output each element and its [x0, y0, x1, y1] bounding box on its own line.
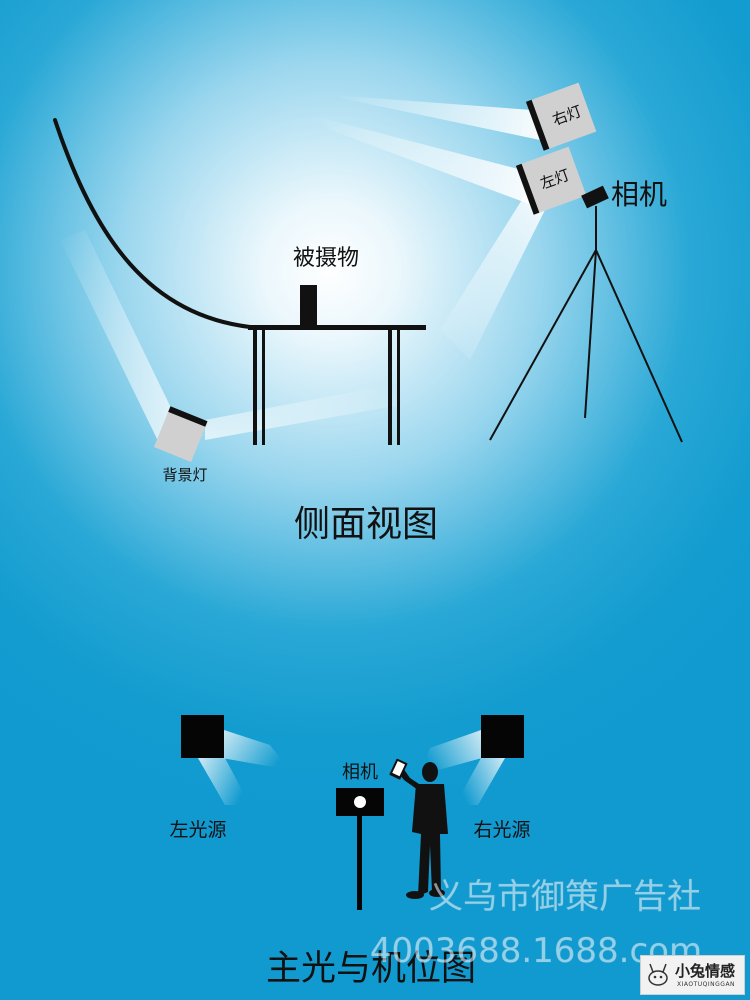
left-light-source: [181, 715, 224, 758]
top-view-title: 主光与机位图: [266, 949, 476, 989]
camera-label: 相机: [611, 178, 667, 211]
logo-subtitle: XIAOTUQINGGAN: [677, 981, 736, 988]
subject-block: [300, 285, 317, 327]
person-silhouette: [398, 762, 448, 899]
right-source-beam-lower: [455, 758, 505, 805]
left-light-beam-lower: [440, 195, 545, 360]
right-light: 右灯: [525, 82, 597, 151]
logo-name: 小兔情感: [675, 962, 736, 980]
left-light: 左灯: [515, 146, 587, 215]
right-source-label: 右光源: [473, 819, 530, 841]
camera-tripod: [489, 185, 683, 443]
tablet-icon: [389, 758, 408, 780]
brand-logo: 小兔情感 XIAOTUQINGGAN: [640, 955, 745, 995]
subject-label: 被摄物: [293, 246, 359, 271]
top-camera-label: 相机: [342, 762, 378, 783]
watermark: 义乌市御策广告社 4003688.1688.com: [370, 877, 703, 972]
background-light: [153, 406, 208, 463]
background-light-label: 背景灯: [162, 466, 207, 484]
table: [248, 325, 426, 445]
right-light-source: [481, 715, 524, 758]
side-view: 被摄物 右灯 左灯 相机 背景灯 侧面视图: [53, 82, 683, 545]
background-light-beam-up: [60, 230, 172, 445]
top-view: 左光源 右光源 相机 主光与机位图: [169, 715, 531, 989]
left-source-label: 左光源: [169, 819, 226, 841]
left-source-beam: [222, 730, 290, 770]
backdrop-sweep: [53, 118, 252, 329]
side-view-title: 侧面视图: [294, 504, 438, 545]
background-light-beam-right: [205, 385, 400, 440]
right-source-beam: [420, 730, 482, 775]
watermark-company: 义乌市御策广告社: [429, 877, 701, 917]
top-camera: [336, 788, 384, 910]
left-source-beam-lower: [198, 758, 250, 805]
left-light-beam-upper: [310, 115, 532, 205]
right-light-beam: [330, 95, 540, 140]
rabbit-icon: [648, 963, 668, 986]
